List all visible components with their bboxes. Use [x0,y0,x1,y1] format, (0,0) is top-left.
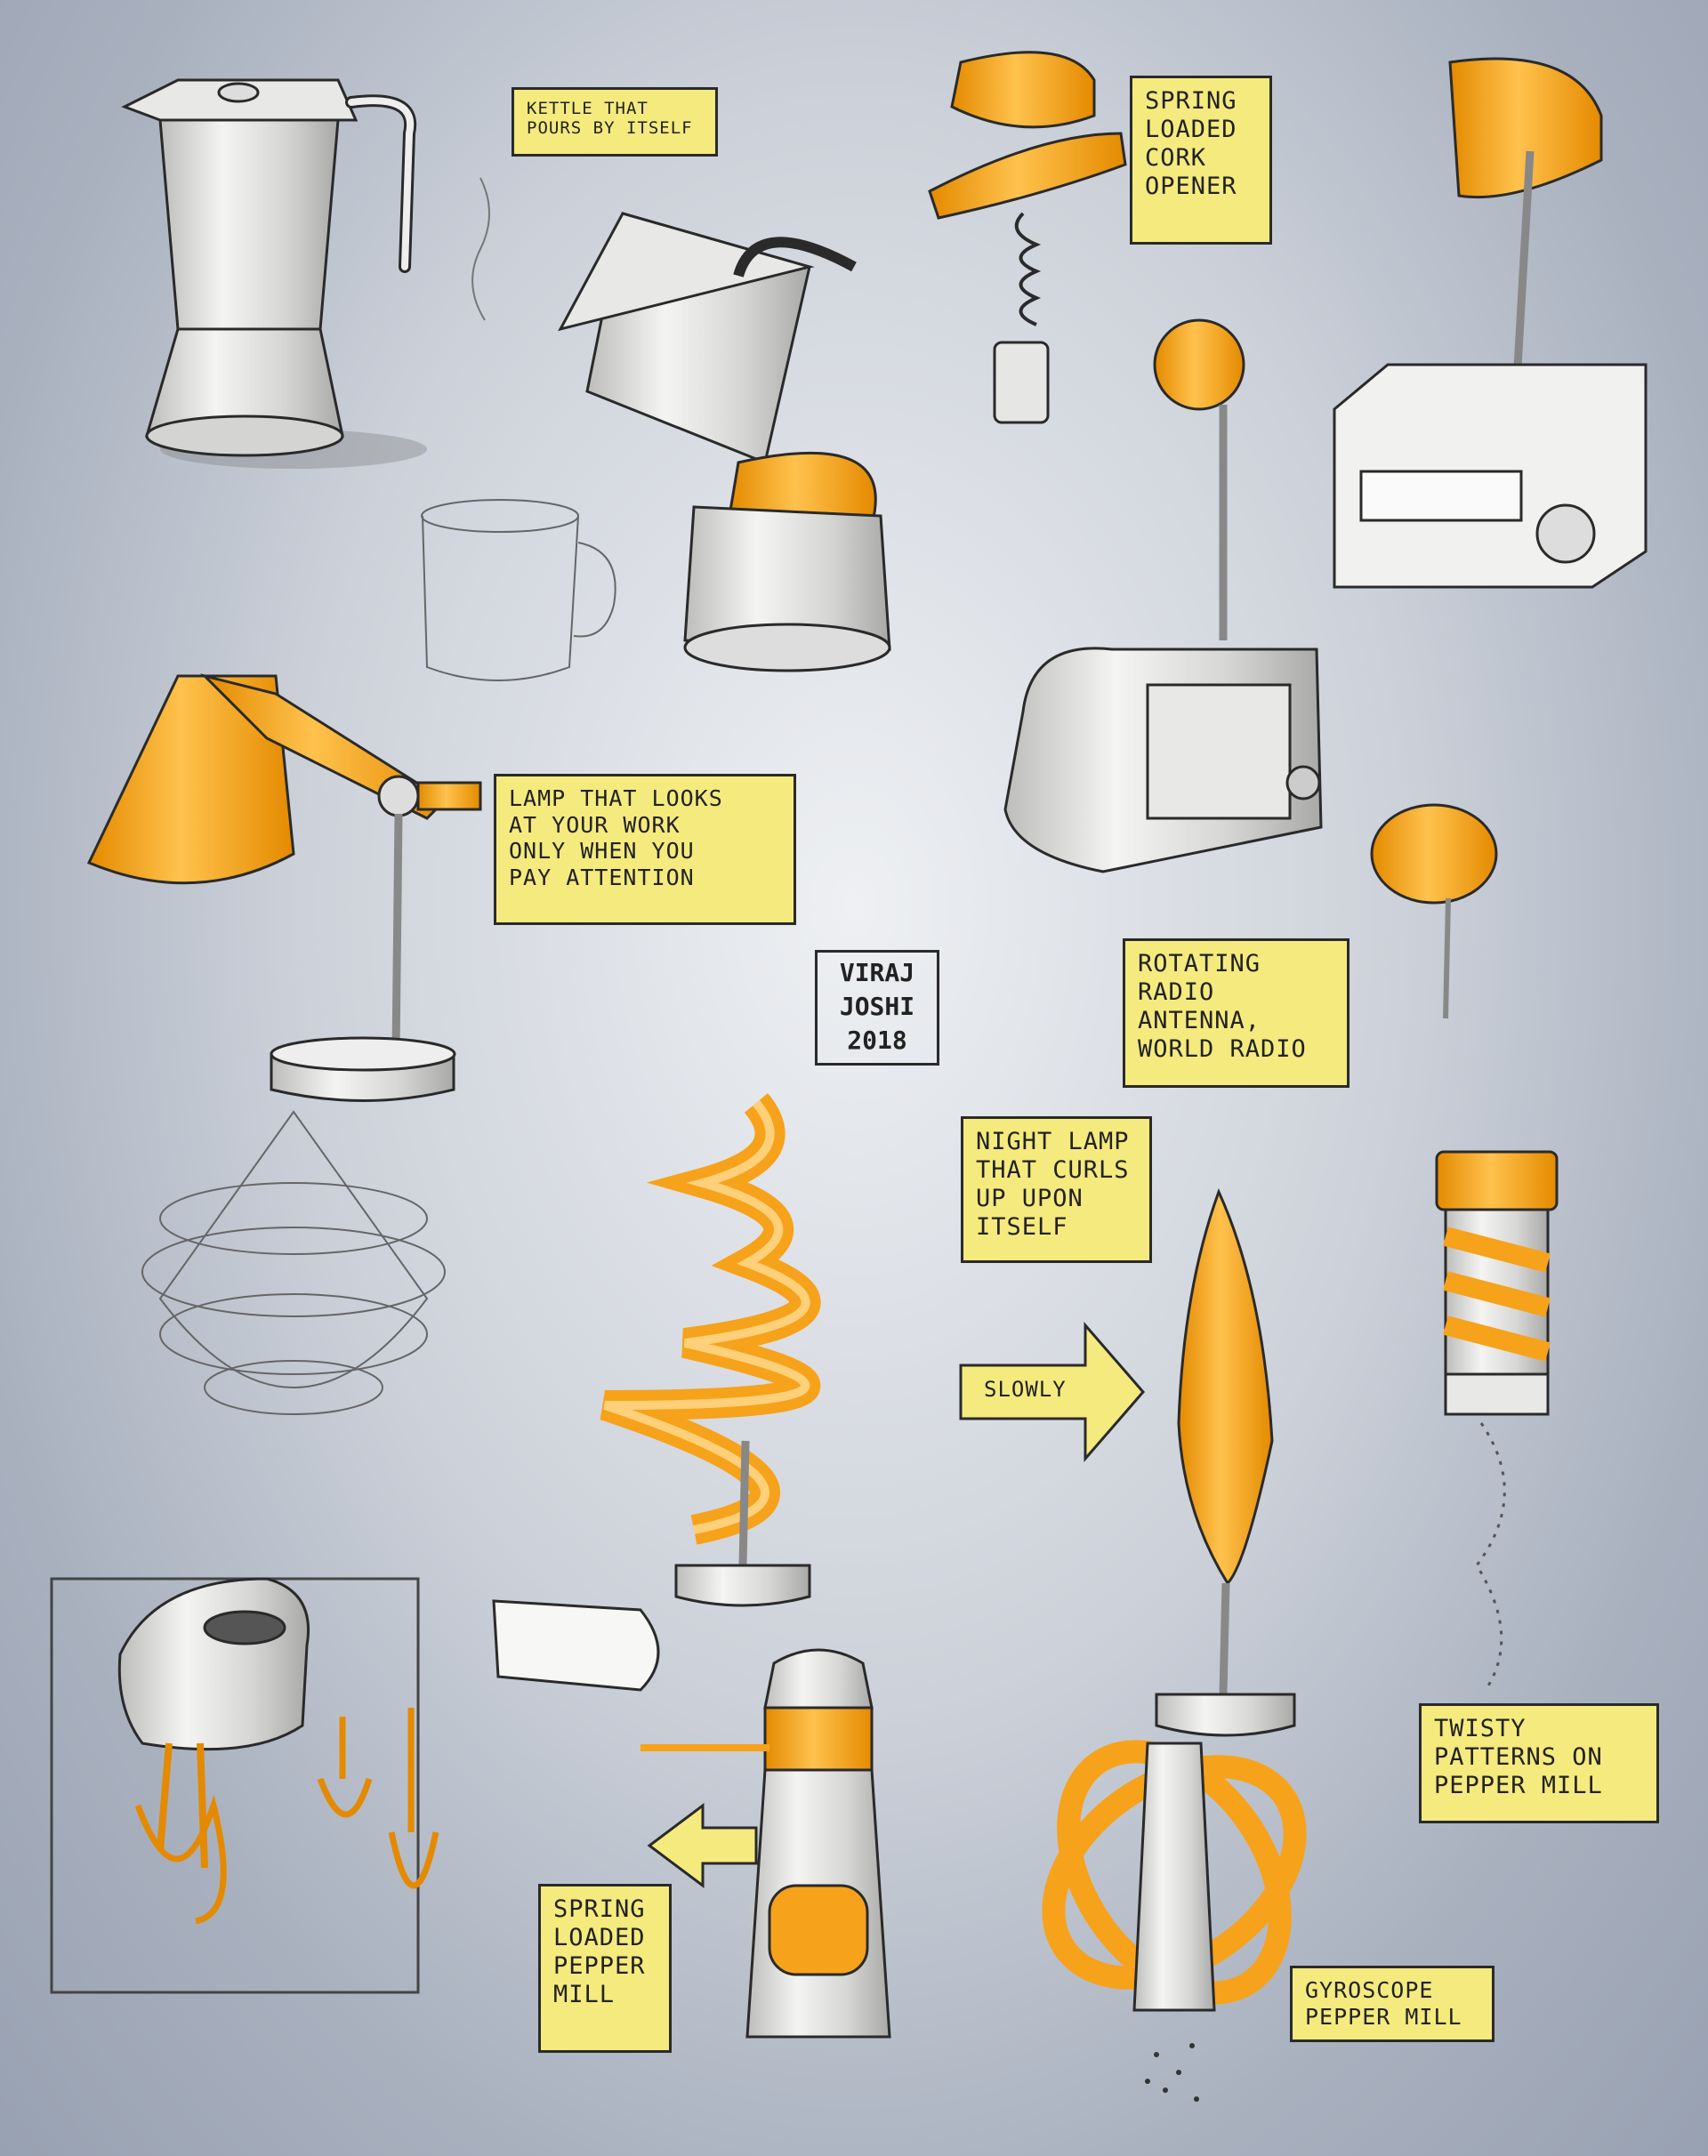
rotating-antenna-dish [1370,803,1498,1019]
signature-year: 2018 [847,1026,907,1055]
note-kettle: KETTLE THAT POURS BY ITSELF [512,87,718,157]
note-cork-opener: SPRING LOADED CORK OPENER [1130,76,1272,245]
note-lamp: LAMP THAT LOOKS AT YOUR WORK ONLY WHEN Y… [494,774,796,925]
gyroscope-pepper-mill-sketch [1042,1740,1307,2102]
note-twisty: TWISTY PATTERNS ON PEPPER MILL [1419,1703,1659,1823]
steam-line [471,177,490,321]
cork-opener-sketch [928,51,1127,424]
spring-pepper-mill-sketch [492,1599,891,2039]
note-gyroscope: GYROSCOPE PEPPER MILL [1290,1966,1494,2042]
night-lamp-open-sketch [600,1093,821,1607]
note-slowly: SLOWLY [984,1377,1067,1402]
kettle-sketch [121,78,427,469]
artist-signature: VIRAJ JOSHI 2018 [815,950,939,1066]
pull-arrow [647,1803,758,1888]
signature-last-name: JOSHI [839,992,915,1021]
note-radio: ROTATING RADIO ANTENNA, WORLD RADIO [1123,938,1349,1088]
mixer-frame [50,1577,420,1994]
note-spring-mill: SPRING LOADED PEPPER MILL [538,1884,672,2053]
wire-frame-sketch [141,1110,446,1415]
antenna-radio-sketch [1003,318,1323,873]
desk-lamp-sketch [86,673,482,1102]
pouring-kettle-sketch [558,212,891,672]
hand-mixer-sketch [117,1577,439,1925]
radio-sketch [1333,57,1648,589]
mug-outline [421,499,616,681]
note-night-lamp: NIGHT LAMP THAT CURLS UP UPON ITSELF [961,1116,1152,1263]
night-lamp-curled-sketch [1155,1188,1296,1737]
signature-first-name: VIRAJ [839,958,915,987]
twisty-pepper-mill-sketch [1435,1150,1559,1691]
slowly-arrow [959,1321,1145,1463]
